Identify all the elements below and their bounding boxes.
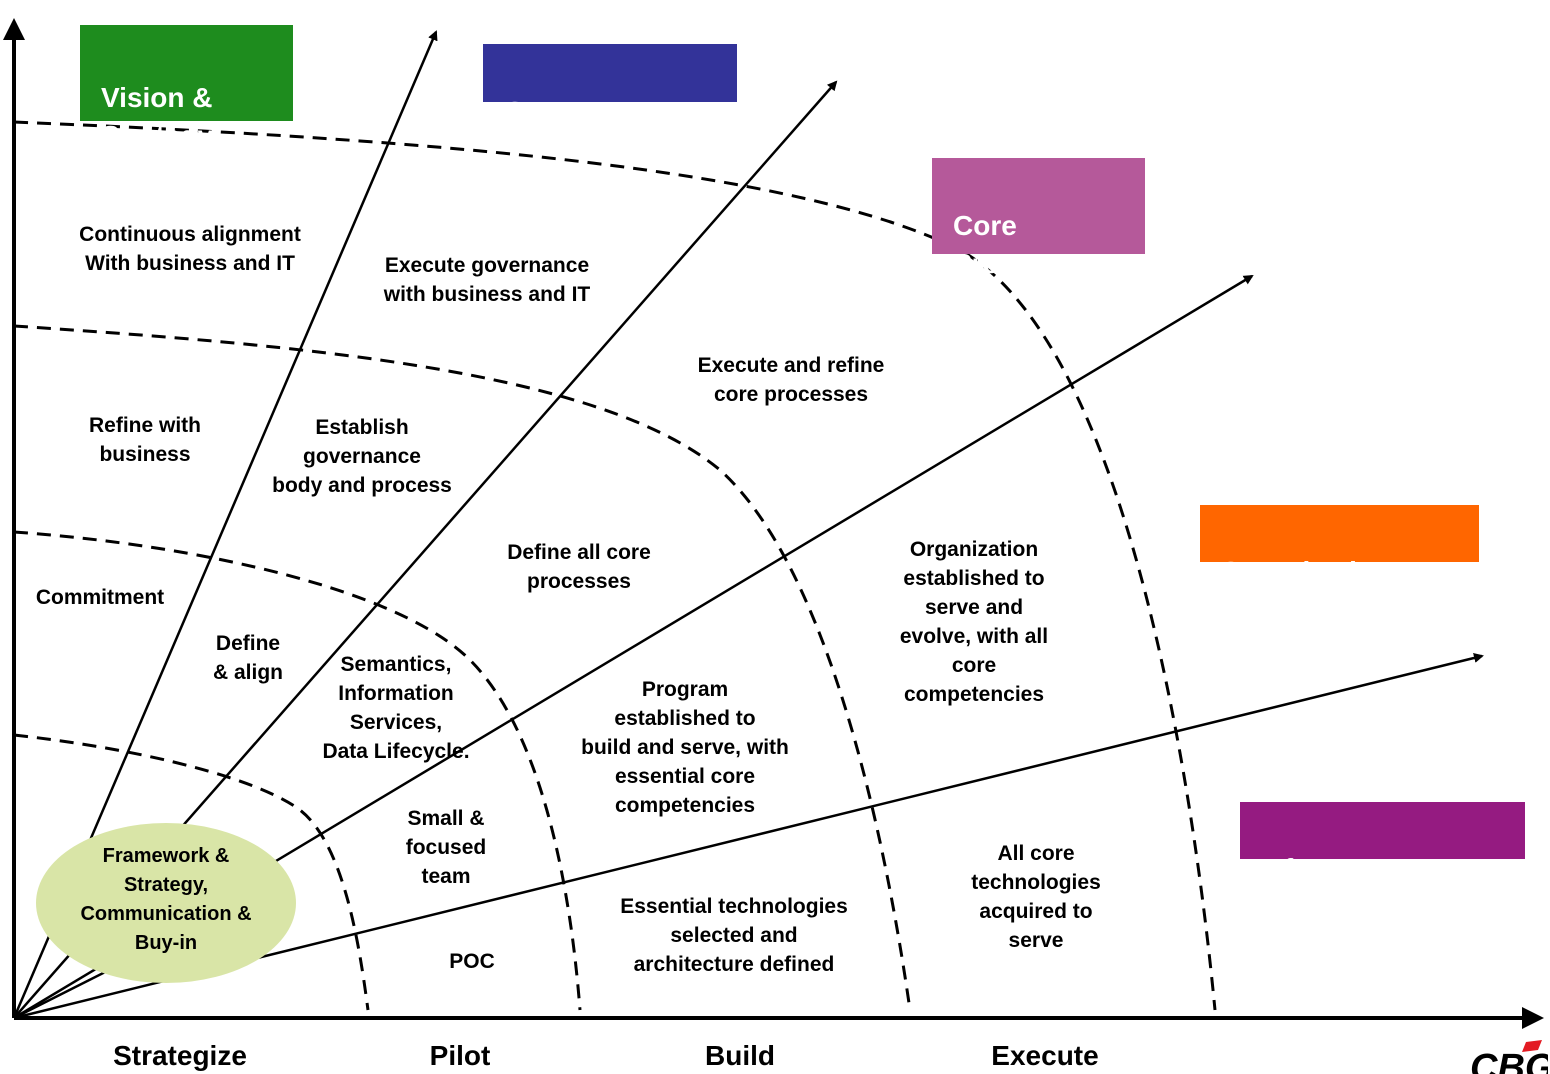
cell-vision-execute: Continuous alignment With business and I… xyxy=(79,223,301,275)
cell-core-pilot: Semantics, Information Services, Data Li… xyxy=(322,653,470,763)
company-logo: CBG xyxy=(1468,1040,1548,1074)
infrastructure-box: Infrastructure xyxy=(1240,802,1525,884)
vision-strategy-label: Vision & Strategy xyxy=(101,82,214,151)
phase-label-pilot: Pilot xyxy=(429,1040,491,1071)
center-ellipse xyxy=(36,823,296,983)
phase-label-build: Build xyxy=(705,1040,775,1071)
cell-org-execute: Organization established to serve and ev… xyxy=(899,538,1049,706)
cell-vision-build: Refine with business xyxy=(88,414,201,466)
phase-boundary-pilot xyxy=(13,530,582,1011)
core-processes-label: Core Processes xyxy=(953,210,1094,279)
center-label: Framework & Strategy, Communication & Bu… xyxy=(80,845,252,954)
cell-org-build: Program established to build and serve, … xyxy=(581,678,789,817)
core-processes-box: Core Processes xyxy=(932,158,1145,279)
vision-strategy-box: Vision & Strategy xyxy=(80,25,293,151)
infrastructure-label: Infrastructure xyxy=(1259,853,1442,884)
governance-label: Governance xyxy=(504,96,666,127)
cell-vision-pilot: Commitment xyxy=(35,586,165,609)
cell-infra-pilot: POC xyxy=(449,950,495,973)
cell-governance-build: Establish governance body and process xyxy=(272,416,452,497)
cell-org-pilot: Small & focused team xyxy=(405,807,487,888)
cell-infra-execute: All core technologies acquired to serve xyxy=(971,842,1101,952)
cell-core-execute: Execute and refine core processes xyxy=(697,354,885,406)
organization-box: Organization xyxy=(1200,505,1479,587)
governance-box: Governance xyxy=(483,44,737,127)
cell-core-build: Define all core processes xyxy=(507,541,651,593)
organization-label: Organization xyxy=(1220,556,1392,587)
svg-text:CBG: CBG xyxy=(1470,1047,1548,1074)
phase-boundary-strategize xyxy=(13,733,370,1011)
phase-label-execute: Execute xyxy=(991,1040,1099,1071)
phase-label-strategize: Strategize xyxy=(113,1040,247,1071)
phase-boundary-execute xyxy=(13,120,1217,1011)
phase-boundary-build xyxy=(13,324,912,1011)
cell-governance-execute: Execute governance with business and IT xyxy=(383,254,591,306)
cell-governance-pilot: Define & align xyxy=(212,632,283,684)
cell-infra-build: Essential technologies selected and arch… xyxy=(620,895,848,976)
